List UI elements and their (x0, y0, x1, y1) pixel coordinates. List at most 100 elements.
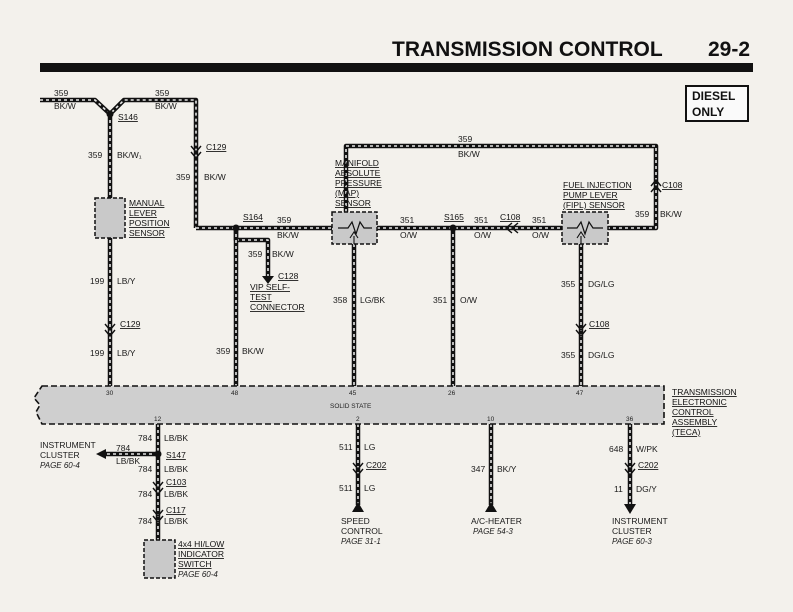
svg-text:36: 36 (626, 416, 634, 423)
svg-text:784: 784 (138, 464, 152, 474)
connector-marks (104, 145, 662, 524)
svg-text:LB/BK: LB/BK (164, 516, 188, 526)
connector-c202-b: C202 (638, 460, 659, 470)
svg-text:359: 359 (458, 134, 472, 144)
svg-text:BK/W: BK/W (277, 230, 299, 240)
svg-text:784: 784 (138, 516, 152, 526)
svg-text:SPEED: SPEED (341, 516, 370, 526)
svg-text:O/W: O/W (474, 230, 491, 240)
svg-text:4x4 HI/LOW: 4x4 HI/LOW (178, 539, 224, 549)
svg-text:DG/Y: DG/Y (636, 484, 657, 494)
page-title: TRANSMISSION CONTROL (392, 38, 663, 61)
svg-text:359: 359 (176, 172, 190, 182)
svg-text:358: 358 (333, 295, 347, 305)
splice-s164: S164 (243, 212, 263, 222)
svg-text:PAGE 54-3: PAGE 54-3 (473, 527, 513, 536)
svg-text:784: 784 (116, 443, 130, 453)
connector-c129-top: C129 (206, 142, 227, 152)
svg-text:LB/BK: LB/BK (164, 464, 188, 474)
svg-text:LB/BK: LB/BK (164, 489, 188, 499)
svg-text:SWITCH: SWITCH (178, 559, 212, 569)
connector-c129-left: C129 (120, 319, 141, 329)
svg-text:VIP SELF-: VIP SELF- (250, 282, 290, 292)
svg-text:CLUSTER: CLUSTER (40, 450, 80, 460)
svg-text:355: 355 (561, 279, 575, 289)
svg-text:26: 26 (448, 390, 456, 397)
svg-text:784: 784 (138, 433, 152, 443)
svg-text:45: 45 (349, 390, 357, 397)
arrow-up-icon (485, 502, 497, 512)
connector-c108-lower: C108 (589, 319, 610, 329)
vip-connector-label: VIP SELF- TEST CONNECTOR (250, 282, 305, 312)
svg-text:511: 511 (339, 483, 353, 493)
svg-text:DG/LG: DG/LG (588, 350, 614, 360)
ac-heater-label: A/C-HEATER PAGE 54-3 (471, 516, 522, 536)
svg-text:INDICATOR: INDICATOR (178, 549, 224, 559)
svg-text:MANUAL: MANUAL (129, 198, 165, 208)
svg-text:TEST: TEST (250, 292, 272, 302)
arrow-up-icon (352, 502, 364, 512)
svg-text:ELECTRONIC: ELECTRONIC (672, 397, 727, 407)
speed-control-label: SPEED CONTROL PAGE 31-1 (341, 516, 383, 546)
svg-text:12: 12 (154, 416, 162, 423)
svg-text:48: 48 (231, 390, 239, 397)
svg-text:ABSOLUTE: ABSOLUTE (335, 168, 381, 178)
splice-s147: S147 (166, 450, 186, 460)
svg-text:351: 351 (433, 295, 447, 305)
instrument-cluster-right-label: INSTRUMENT CLUSTER PAGE 60-3 (612, 516, 668, 546)
svg-text:648: 648 (609, 444, 623, 454)
svg-text:355: 355 (561, 350, 575, 360)
svg-text:LB/Y: LB/Y (117, 276, 136, 286)
connector-c108-mid: C108 (500, 212, 521, 222)
fipl-sensor (561, 211, 609, 245)
svg-text:TRANSMISSION: TRANSMISSION (672, 387, 737, 397)
svg-text:(TECA): (TECA) (672, 427, 701, 437)
svg-text:47: 47 (576, 390, 584, 397)
page-number: 29-2 (708, 38, 750, 61)
svg-text:CLUSTER: CLUSTER (612, 526, 652, 536)
svg-text:BK/W: BK/W (272, 249, 294, 259)
svg-text:LB/BK: LB/BK (116, 456, 140, 466)
svg-text:MANIFOLD: MANIFOLD (335, 158, 379, 168)
svg-text:LG/BK: LG/BK (360, 295, 385, 305)
svg-text:PAGE 31-1: PAGE 31-1 (341, 537, 381, 546)
splice-s165: S165 (444, 212, 464, 222)
svg-text:FUEL INJECTION: FUEL INJECTION (563, 180, 632, 190)
svg-text:SENSOR: SENSOR (335, 198, 371, 208)
svg-text:BK/W: BK/W (660, 209, 682, 219)
splice-points (106, 110, 457, 458)
map-sensor-label: MANIFOLD ABSOLUTE PRESSURE (MAP) SENSOR (335, 158, 382, 208)
map-sensor (331, 211, 378, 245)
svg-text:ASSEMBLY: ASSEMBLY (672, 417, 718, 427)
svg-text:BK/Y: BK/Y (497, 464, 517, 474)
svg-text:199: 199 (90, 348, 104, 358)
svg-text:359: 359 (635, 209, 649, 219)
svg-text:POSITION: POSITION (129, 218, 170, 228)
wire-labels: 359 BK/W 359 BK/W 359 BK/W₁ 359 BK/W 359… (54, 88, 682, 526)
teca-module: SOLID STATE 30 48 45 26 47 12 2 10 36 (32, 385, 665, 425)
svg-text:DIESEL: DIESEL (692, 89, 735, 103)
svg-text:CONTROL: CONTROL (341, 526, 383, 536)
connector-c108-right: C108 (662, 180, 683, 190)
svg-text:LG: LG (364, 442, 375, 452)
module-center-label: SOLID STATE (330, 403, 372, 410)
indicator-switch-label: 4x4 HI/LOW INDICATOR SWITCH PAGE 60-4 (178, 539, 224, 579)
svg-text:LG: LG (364, 483, 375, 493)
svg-text:DG/LG: DG/LG (588, 279, 614, 289)
svg-text:ONLY: ONLY (692, 105, 724, 119)
instrument-cluster-left-label: INSTRUMENT CLUSTER PAGE 60-4 (40, 440, 96, 470)
diesel-only-badge: DIESEL ONLY (685, 85, 749, 122)
splice-s146: S146 (118, 112, 138, 122)
svg-text:30: 30 (106, 390, 114, 397)
arrow-down-icon (624, 504, 636, 514)
connector-c117: C117 (166, 505, 186, 515)
svg-text:(FIPL) SENSOR: (FIPL) SENSOR (563, 200, 625, 210)
svg-text:351: 351 (474, 215, 488, 225)
svg-text:359: 359 (155, 88, 169, 98)
svg-text:PAGE 60-4: PAGE 60-4 (40, 461, 80, 470)
svg-text:347: 347 (471, 464, 485, 474)
svg-text:11: 11 (614, 484, 623, 494)
arrow-left-icon (96, 449, 106, 459)
svg-text:10: 10 (487, 416, 495, 423)
